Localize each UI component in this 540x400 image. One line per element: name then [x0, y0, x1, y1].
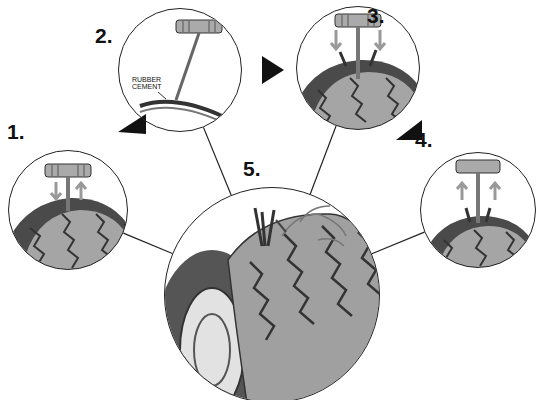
- tire-scene: [0, 164, 145, 300]
- connector-line: [372, 232, 425, 254]
- step-circle: 3.: [296, 6, 420, 130]
- step-circle: 5.: [164, 187, 380, 400]
- step-arrow: [118, 114, 146, 134]
- step-arrow: [262, 56, 284, 84]
- part-label: RUBBER CEMENT: [131, 75, 167, 92]
- callout-number: 1.: [7, 121, 25, 142]
- tire-scene: [415, 160, 540, 300]
- step-circle: 4.: [420, 152, 536, 268]
- connector-line: [123, 233, 172, 253]
- callout-number: 4.: [415, 129, 433, 150]
- step-circle: 2.RUBBER CEMENT: [118, 8, 242, 132]
- step-circle: 1.: [8, 150, 128, 270]
- callout-number: 5.: [243, 158, 261, 179]
- connector-line: [310, 126, 336, 194]
- connector-line: [203, 127, 231, 195]
- tire-scene: [154, 206, 400, 400]
- callout-number: 2.: [95, 25, 113, 46]
- tool-scene: [140, 20, 222, 122]
- callout-number: 3.: [367, 5, 385, 26]
- tire-scene: [285, 14, 440, 160]
